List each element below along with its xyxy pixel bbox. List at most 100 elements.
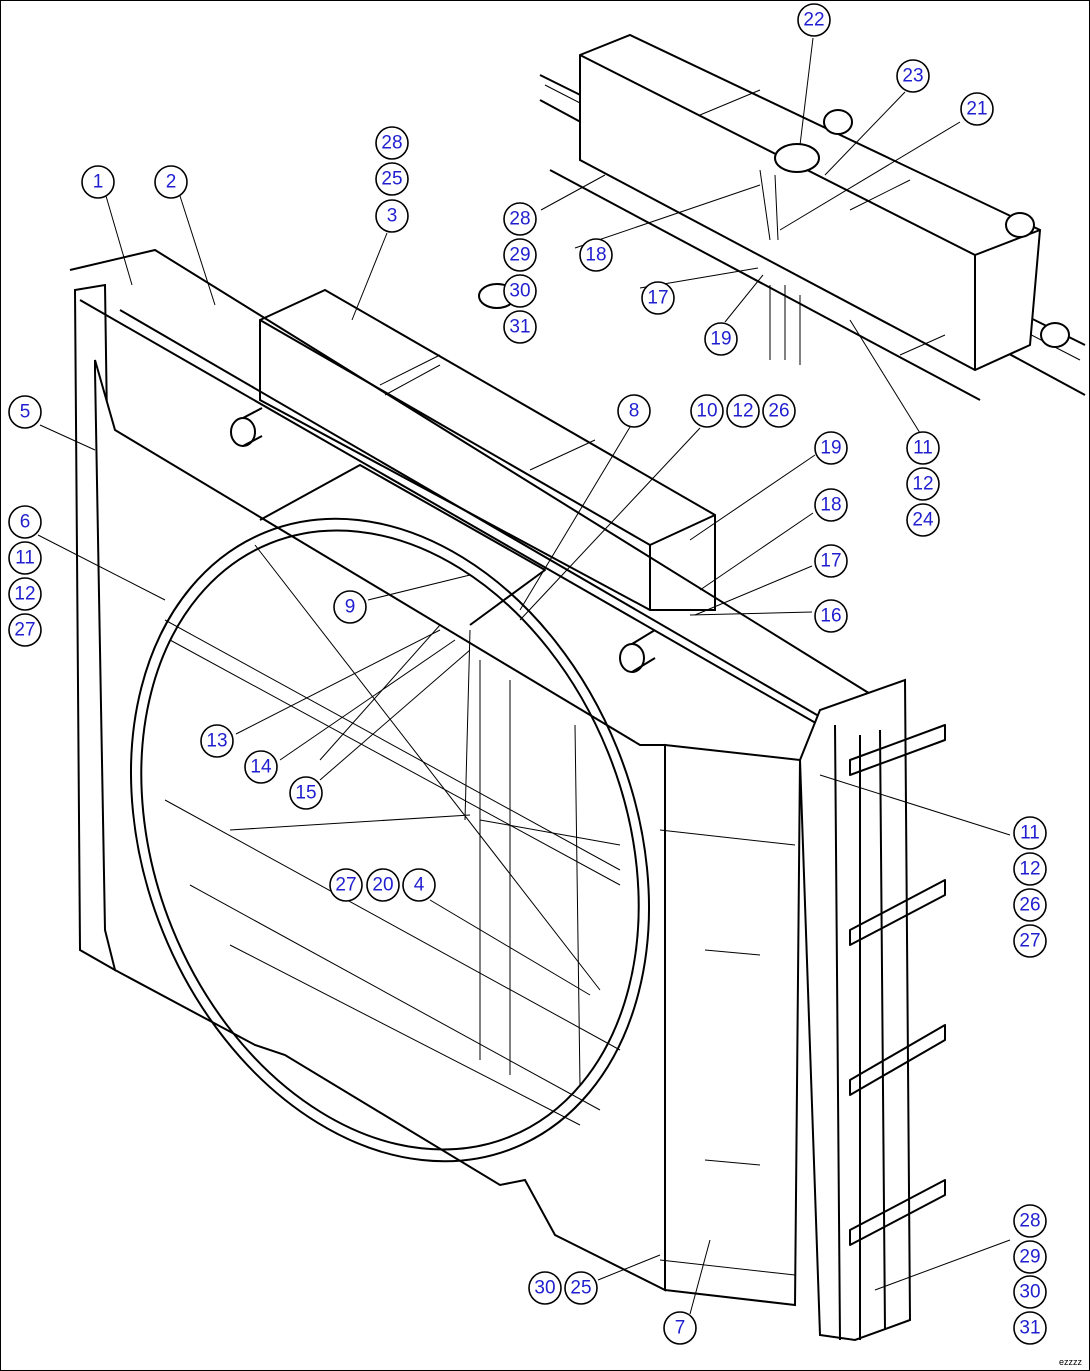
- callout-12-c: 12: [726, 394, 760, 428]
- svg-text:15: 15: [295, 783, 316, 804]
- callout-11-a: 11: [906, 431, 940, 465]
- svg-text:28: 28: [509, 209, 530, 230]
- callout-27-c: 27: [1013, 924, 1047, 958]
- inset-tank-detail: [539, 33, 1086, 401]
- callout-20: 20: [366, 868, 400, 902]
- svg-text:18: 18: [585, 245, 606, 266]
- svg-text:3: 3: [387, 206, 398, 227]
- callout-8: 8: [617, 394, 651, 428]
- svg-text:25: 25: [570, 1278, 591, 1299]
- svg-text:21: 21: [966, 99, 987, 120]
- svg-text:11: 11: [913, 438, 933, 459]
- svg-text:12: 12: [912, 474, 933, 495]
- callout-12-b: 12: [8, 577, 42, 611]
- callout-27-b: 27: [329, 868, 363, 902]
- svg-text:26: 26: [768, 401, 789, 422]
- callout-12-a: 12: [906, 467, 940, 501]
- callout-26-b: 26: [1013, 888, 1047, 922]
- callout-17-b: 17: [814, 544, 848, 578]
- callout-17-a: 17: [641, 281, 675, 315]
- svg-text:17: 17: [647, 288, 668, 309]
- svg-text:30: 30: [509, 281, 530, 302]
- svg-text:1: 1: [93, 172, 104, 193]
- svg-text:27: 27: [1019, 931, 1040, 952]
- svg-text:4: 4: [414, 875, 425, 896]
- svg-text:25: 25: [381, 169, 402, 190]
- callout-29-a: 29: [503, 238, 537, 272]
- svg-text:29: 29: [1019, 1247, 1040, 1268]
- svg-text:17: 17: [820, 551, 841, 572]
- callout-bubbles: 1 2 28 25 3 22 23 21 28 29 30 31 18 17 1…: [8, 3, 1047, 1345]
- callout-25-a: 25: [375, 162, 409, 196]
- callout-28-c: 28: [1013, 1204, 1047, 1238]
- svg-text:11: 11: [1020, 823, 1040, 844]
- leader-lines: [37, 37, 1011, 1315]
- callout-4: 4: [402, 868, 436, 902]
- callout-28-a: 28: [375, 126, 409, 160]
- svg-text:16: 16: [820, 606, 841, 627]
- callout-13: 13: [200, 724, 234, 758]
- callout-31-a: 31: [503, 310, 537, 344]
- callout-29-b: 29: [1013, 1240, 1047, 1274]
- callout-3: 3: [375, 199, 409, 233]
- svg-text:28: 28: [1019, 1211, 1040, 1232]
- callout-30-a: 30: [503, 274, 537, 308]
- callout-26-a: 26: [762, 394, 796, 428]
- svg-text:18: 18: [820, 495, 841, 516]
- callout-7: 7: [663, 1311, 697, 1345]
- svg-text:24: 24: [912, 510, 934, 531]
- callout-22: 22: [797, 3, 831, 37]
- svg-text:11: 11: [15, 548, 35, 569]
- svg-text:12: 12: [14, 584, 35, 605]
- svg-text:22: 22: [803, 10, 824, 31]
- callout-16: 16: [814, 599, 848, 633]
- svg-text:23: 23: [902, 66, 923, 87]
- callout-5: 5: [8, 395, 42, 429]
- callout-25-b: 25: [564, 1271, 598, 1305]
- svg-text:13: 13: [206, 731, 227, 752]
- svg-text:12: 12: [1019, 859, 1040, 880]
- callout-19-b: 19: [814, 431, 848, 465]
- callout-21: 21: [960, 92, 994, 126]
- callout-23: 23: [896, 59, 930, 93]
- svg-text:27: 27: [14, 620, 35, 641]
- svg-text:2: 2: [166, 172, 177, 193]
- callout-11-b: 11: [8, 541, 42, 575]
- callout-28-b: 28: [503, 202, 537, 236]
- svg-text:5: 5: [20, 402, 31, 423]
- figure-code: ezzzz: [1058, 1357, 1082, 1367]
- callout-11-c: 11: [1013, 816, 1047, 850]
- svg-text:30: 30: [1019, 1282, 1040, 1303]
- callout-18-a: 18: [579, 238, 613, 272]
- svg-text:26: 26: [1019, 895, 1040, 916]
- svg-text:8: 8: [629, 401, 640, 422]
- callout-27-a: 27: [8, 613, 42, 647]
- svg-text:30: 30: [534, 1278, 555, 1299]
- svg-text:9: 9: [345, 597, 356, 618]
- svg-text:27: 27: [335, 875, 356, 896]
- callout-24: 24: [906, 503, 940, 537]
- callout-6: 6: [8, 505, 42, 539]
- callout-30-c: 30: [528, 1271, 562, 1305]
- callout-10: 10: [690, 394, 724, 428]
- callout-18-b: 18: [814, 488, 848, 522]
- svg-text:31: 31: [509, 317, 530, 338]
- callout-31-b: 31: [1013, 1311, 1047, 1345]
- svg-text:14: 14: [250, 757, 272, 778]
- svg-text:10: 10: [696, 401, 717, 422]
- callout-30-b: 30: [1013, 1275, 1047, 1309]
- callout-9: 9: [333, 590, 367, 624]
- svg-text:7: 7: [675, 1318, 686, 1339]
- svg-text:19: 19: [710, 329, 731, 350]
- callout-19-a: 19: [704, 322, 738, 356]
- callout-12-d: 12: [1013, 852, 1047, 886]
- svg-text:6: 6: [20, 512, 31, 533]
- svg-text:20: 20: [372, 875, 393, 896]
- svg-text:31: 31: [1019, 1318, 1040, 1339]
- radiator-assembly: [69, 249, 946, 1342]
- callout-1: 1: [81, 165, 115, 199]
- svg-text:28: 28: [381, 133, 402, 154]
- callout-2: 2: [154, 165, 188, 199]
- svg-text:29: 29: [509, 245, 530, 266]
